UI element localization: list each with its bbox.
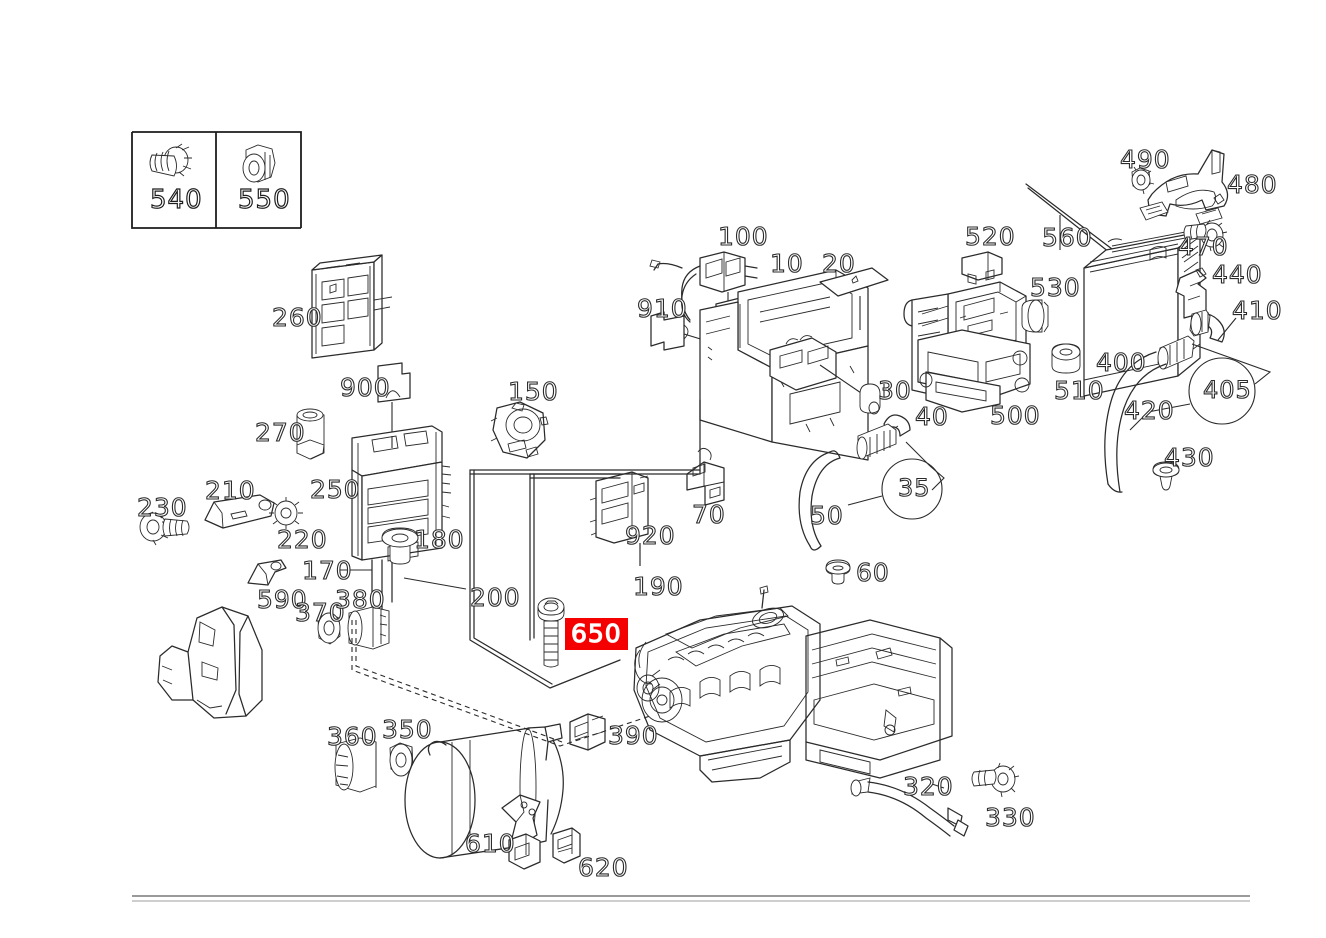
callout-label-560: 560 bbox=[1041, 223, 1093, 252]
callout-label-540: 540 bbox=[149, 185, 203, 215]
callout-label-50: 50 bbox=[809, 501, 844, 530]
callout-label-320: 320 bbox=[902, 772, 954, 801]
part-30-terminal-cap bbox=[859, 383, 885, 415]
callout-label-500: 500 bbox=[989, 401, 1041, 430]
callout-label-405: 405 bbox=[1202, 376, 1252, 404]
callout-label-430: 430 bbox=[1163, 443, 1215, 472]
callout-label-400: 400 bbox=[1095, 348, 1147, 377]
part-610-cable-holder-bracket bbox=[501, 794, 541, 870]
callout-label-350: 350 bbox=[381, 715, 433, 744]
part-380-cable-sleeve bbox=[347, 606, 390, 650]
callout-label-190: 190 bbox=[632, 572, 684, 601]
part-900-cover-plate bbox=[377, 362, 411, 436]
part-40-positive-cable-terminal bbox=[856, 414, 945, 491]
callout-label-370: 370 bbox=[294, 598, 346, 627]
part-490-hold-down-nut bbox=[1131, 166, 1155, 195]
callout-label-260: 260 bbox=[271, 303, 323, 332]
callout-label-360: 360 bbox=[326, 722, 378, 751]
callout-label-520: 520 bbox=[964, 222, 1016, 251]
callout-label-470: 470 bbox=[1177, 232, 1229, 261]
part-410-vent-tube-elbow bbox=[1157, 309, 1237, 370]
callout-label-650: 650 bbox=[565, 618, 628, 650]
legend-icon-nut-550 bbox=[242, 144, 276, 183]
part-390-cable-clip bbox=[569, 713, 606, 751]
callout-label-170: 170 bbox=[301, 556, 353, 585]
engine-transmission-assembly bbox=[633, 585, 953, 783]
callout-label-230: 230 bbox=[136, 493, 188, 522]
part-430-grommet-plug bbox=[1152, 461, 1180, 491]
callout-label-480: 480 bbox=[1226, 170, 1278, 199]
callout-label-270: 270 bbox=[254, 418, 306, 447]
part-190-main-wiring-harness bbox=[351, 399, 701, 747]
part-560-hold-down-rod bbox=[1025, 183, 1117, 257]
callout-label-420: 420 bbox=[1123, 396, 1175, 425]
callout-label-530: 530 bbox=[1029, 273, 1081, 302]
callout-label-910: 910 bbox=[636, 294, 688, 323]
part-230-hex-flange-bolt bbox=[139, 511, 190, 546]
callout-label-550: 550 bbox=[237, 185, 291, 215]
part-920-harness-retainer bbox=[589, 471, 649, 566]
part-220-serrated-washer bbox=[269, 497, 303, 529]
part-470-hold-down-bolt bbox=[1183, 219, 1228, 252]
part-10-battery-tray-cover bbox=[699, 269, 869, 461]
callout-label-180: 180 bbox=[413, 525, 465, 554]
callout-label-490: 490 bbox=[1119, 145, 1171, 174]
part-510-rubber-bush bbox=[1051, 343, 1081, 374]
part-150-relay-module bbox=[490, 401, 549, 459]
part-50-battery-vent-hose bbox=[798, 450, 841, 551]
callout-label-10: 10 bbox=[769, 249, 804, 278]
callout-label-210: 210 bbox=[204, 476, 256, 505]
callout-label-250: 250 bbox=[309, 475, 361, 504]
part-590-ground-bracket bbox=[247, 559, 287, 586]
callout-label-60: 60 bbox=[855, 558, 890, 587]
callout-label-900: 900 bbox=[339, 373, 391, 402]
callout-label-440: 440 bbox=[1211, 260, 1263, 289]
callout-label-330: 330 bbox=[984, 803, 1036, 832]
callout-label-610: 610 bbox=[464, 829, 516, 858]
part-440-terminal-clamp bbox=[1175, 267, 1207, 319]
callout-label-100: 100 bbox=[717, 222, 769, 251]
part-350-terminal-nut bbox=[389, 742, 414, 777]
part-650-hex-bolt bbox=[537, 597, 565, 668]
part-270-spacer-sleeve bbox=[296, 408, 325, 460]
callout-label-410: 410 bbox=[1231, 296, 1283, 325]
callout-label-40: 40 bbox=[914, 402, 949, 431]
callout-label-200: 200 bbox=[469, 583, 521, 612]
part-480-hold-down-bracket bbox=[1139, 149, 1229, 225]
callout-label-590: 590 bbox=[256, 585, 308, 614]
callout-label-150: 150 bbox=[507, 377, 559, 406]
part-360-solenoid-cap bbox=[334, 737, 377, 793]
part-370-cable-nut bbox=[317, 612, 341, 645]
detail-circle-405 bbox=[1188, 357, 1256, 425]
callout-label-920: 920 bbox=[624, 521, 676, 550]
part-330-flange-bolt bbox=[971, 762, 1020, 798]
part-520-cover-cap bbox=[961, 251, 1003, 285]
alternator-body bbox=[157, 606, 263, 719]
part-60-grommet bbox=[825, 559, 851, 585]
part-180-rubber-mount-bush bbox=[381, 527, 419, 565]
part-20-battery-lid-panel bbox=[819, 267, 889, 330]
callout-label-20: 20 bbox=[821, 249, 856, 278]
legend-frame bbox=[131, 131, 302, 229]
callout-label-510: 510 bbox=[1053, 376, 1105, 405]
legend-icon-bolt-540 bbox=[149, 143, 192, 177]
part-420-vent-tube bbox=[1104, 351, 1167, 493]
part-620-cable-clip bbox=[552, 827, 581, 864]
callout-label-30: 30 bbox=[877, 376, 912, 405]
detail-circle-35 bbox=[881, 458, 943, 520]
callout-label-220: 220 bbox=[276, 525, 328, 554]
part-320-starter-cable bbox=[850, 777, 969, 837]
callout-label-380: 380 bbox=[334, 585, 386, 614]
callout-label-620: 620 bbox=[577, 853, 629, 882]
callout-label-70: 70 bbox=[691, 500, 726, 529]
callout-label-390: 390 bbox=[607, 721, 659, 750]
part-70-cable-bracket bbox=[686, 447, 725, 506]
part-260-fuse-box-carrier bbox=[311, 254, 393, 359]
part-530-rubber-stop bbox=[1021, 299, 1049, 333]
part-500-electrical-control-unit bbox=[903, 281, 1031, 413]
callout-label-35: 35 bbox=[897, 474, 931, 502]
